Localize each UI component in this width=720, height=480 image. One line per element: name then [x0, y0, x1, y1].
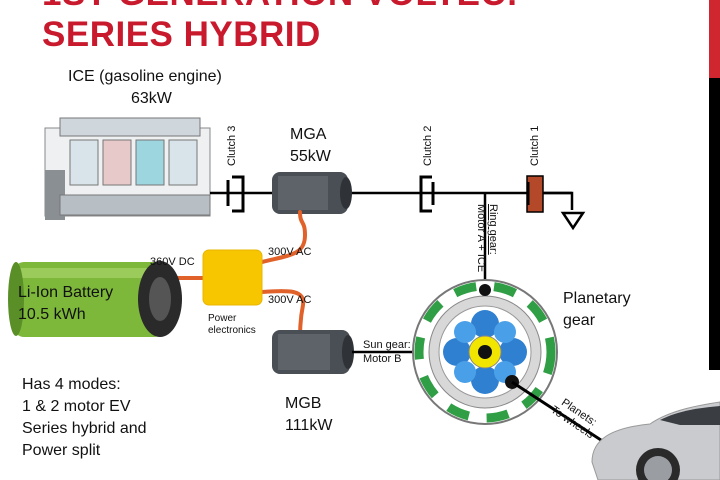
planetary-gear-label-line2: gear [563, 312, 596, 329]
sun-gear-label-line1: Sun gear: [363, 339, 411, 351]
mode-item: Series hybrid and [22, 420, 147, 437]
mga-motor-icon [272, 172, 352, 214]
clutch-3-label: Clutch 3 [226, 125, 238, 166]
slide-title-line1: 1ST GENERATION VOLTEC: [42, 0, 518, 14]
slide-title-line2: SERIES HYBRID [42, 15, 321, 54]
battery-name-label: Li-Ion Battery [18, 284, 114, 301]
mga-power-label: 55kW [290, 148, 331, 165]
ring-gear-label-line1: Ring gear: [487, 204, 499, 255]
pe-label-line2: electronics [208, 325, 256, 336]
pe-output-a-label: 300V AC [268, 246, 312, 258]
battery-capacity-label: 10.5 kWh [18, 306, 86, 323]
clutch-2-label: Clutch 2 [422, 125, 434, 166]
pe-output-b-label: 300V AC [268, 294, 312, 306]
slide-accent-bar-black [709, 78, 720, 370]
mga-name-label: MGA [290, 126, 327, 143]
sun-gear-label-line2: Motor B [363, 353, 402, 365]
clutch-1-symbol [526, 175, 544, 213]
mgb-motor-icon [272, 330, 354, 374]
ground-icon [543, 191, 586, 231]
car-image [591, 401, 720, 480]
clutch-1-label: Clutch 1 [529, 125, 541, 166]
ring-gear-label-line2: Motor A + ICE [475, 204, 487, 273]
battery-icon [8, 261, 182, 337]
mode-item: Power split [22, 442, 101, 459]
slide-accent-bar-red [709, 0, 720, 78]
planetary-gear-label-line1: Planetary [563, 290, 631, 307]
modes-heading: Has 4 modes: [22, 376, 121, 393]
pe-label-line1: Power [208, 313, 237, 324]
mode-item: 1 & 2 motor EV [22, 398, 131, 415]
ice-name-label: ICE (gasoline engine) [68, 68, 222, 85]
battery-voltage-label: 360V DC [150, 256, 195, 268]
mgb-name-label: MGB [285, 395, 322, 412]
clutch-2-symbol [419, 175, 435, 213]
power-electronics-box [202, 249, 263, 306]
mgb-power-label: 111kW [285, 417, 333, 434]
planetary-gear-icon [412, 279, 558, 425]
engine-icon [44, 117, 211, 220]
clutch-3-symbol [226, 175, 245, 213]
ring-gear-label: Ring gear: Motor A + ICE [475, 204, 499, 272]
ice-power-label: 63kW [131, 90, 172, 107]
